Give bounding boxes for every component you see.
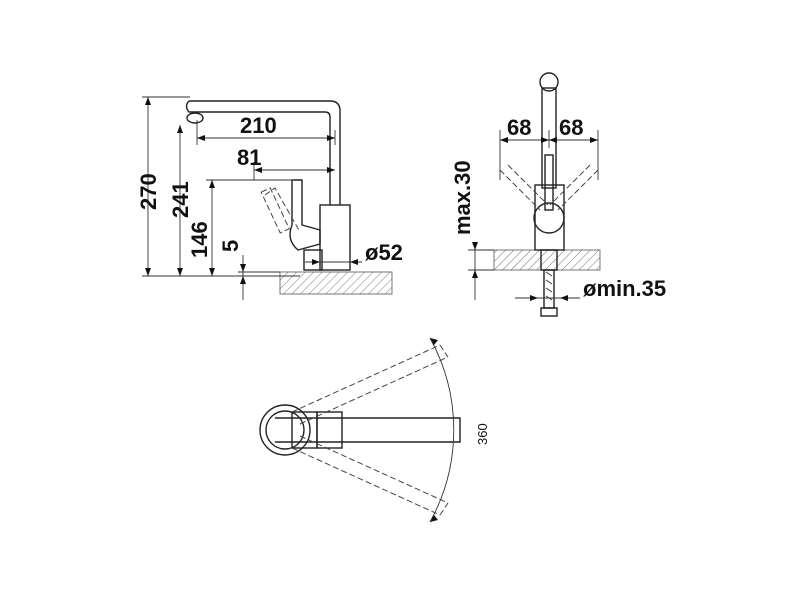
dim-max30-label: max.30 bbox=[450, 160, 475, 235]
dim-241-label: 241 bbox=[168, 181, 193, 218]
top-spout bbox=[275, 417, 461, 443]
side-handle bbox=[289, 179, 321, 251]
side-countertop bbox=[279, 271, 393, 295]
dim-68-right-label: 68 bbox=[559, 115, 583, 140]
dim-d52-label: ø52 bbox=[365, 240, 403, 265]
top-spout-upper bbox=[291, 344, 449, 425]
dim-81-label: 81 bbox=[237, 145, 261, 170]
dim-146-label: 146 bbox=[187, 221, 212, 258]
dim-210-label: 210 bbox=[240, 113, 277, 138]
side-handle-dashed bbox=[264, 187, 301, 233]
dim-68-left-label: 68 bbox=[507, 115, 531, 140]
top-rotation-arc bbox=[429, 337, 455, 523]
side-aerator bbox=[186, 112, 204, 124]
front-handle-hub bbox=[533, 202, 565, 234]
front-countertop bbox=[493, 249, 601, 271]
front-body bbox=[534, 184, 565, 251]
front-lever-right bbox=[549, 164, 599, 211]
side-body-base bbox=[303, 249, 323, 271]
front-lever bbox=[544, 154, 554, 211]
front-lever-left bbox=[499, 164, 549, 211]
front-spout-head bbox=[539, 72, 559, 92]
side-spout bbox=[189, 100, 341, 205]
side-view: 270 241 146 5 210 81 ø52 bbox=[136, 96, 403, 300]
dim-270-label: 270 bbox=[136, 173, 161, 210]
front-hose-fitting bbox=[540, 307, 558, 317]
side-spout-tip bbox=[185, 100, 196, 113]
side-handle-open bbox=[260, 187, 290, 234]
dim-360-label: 360 bbox=[475, 423, 490, 445]
dim-min35-label: ømin.35 bbox=[583, 276, 666, 301]
top-view: 360 bbox=[259, 337, 490, 523]
front-view: 68 68 max.30 ømin.35 bbox=[450, 72, 666, 317]
front-hose bbox=[543, 269, 555, 309]
top-spout-lower bbox=[291, 435, 449, 516]
top-base-outer bbox=[259, 404, 311, 456]
dim-5-label: 5 bbox=[218, 240, 243, 252]
top-base-inner bbox=[265, 410, 305, 450]
side-body bbox=[319, 204, 351, 271]
